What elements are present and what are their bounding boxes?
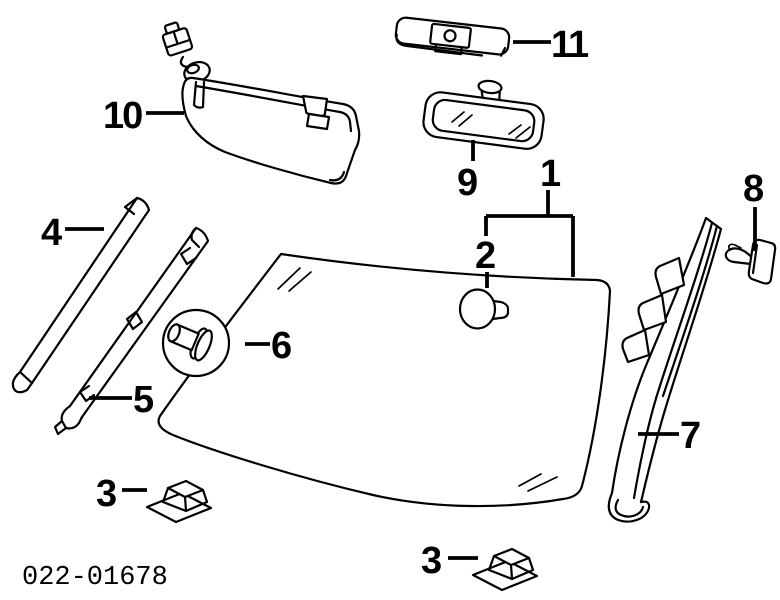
- callout-9-label: 9: [457, 162, 477, 204]
- fastener-detail-circle: [161, 308, 231, 378]
- callout-6-label: 6: [271, 325, 291, 367]
- visor-pivot-post: [192, 80, 206, 109]
- interior-mirror-drawing: [422, 79, 545, 150]
- pillar-foot: [607, 491, 651, 523]
- a-pillar-trim-drawing: [607, 216, 723, 523]
- mirror-mount-button-drawing: [458, 288, 510, 330]
- molding-strip-4-drawing: [11, 196, 151, 394]
- mirror-reflection-marks: [451, 111, 531, 139]
- pillar-clip: [654, 256, 686, 296]
- sun-visor-drawing: [161, 21, 361, 185]
- callout-11-label: 11: [551, 24, 589, 66]
- visor-wire-connector: [161, 21, 194, 57]
- visor-body: [181, 76, 361, 185]
- spacer-block-left: [145, 479, 213, 524]
- spacer-block-bottom: [471, 547, 539, 592]
- callout-1-label: 1: [540, 153, 561, 195]
- callout-leader-lines: [65, 40, 757, 560]
- glass-hatch-marks: [277, 267, 558, 492]
- callout-7-label: 7: [680, 415, 700, 457]
- callout-3-bottom-label: 3: [421, 540, 441, 582]
- cover-cap-drawing: [724, 238, 777, 285]
- callout-4-label: 4: [41, 212, 62, 254]
- windshield-glass-drawing: [157, 252, 612, 508]
- pillar-clip: [621, 328, 651, 364]
- figure-code: 022-01678: [22, 563, 168, 593]
- callout-8-label: 8: [743, 168, 763, 210]
- callout-labels: 1 2 3 3 4 5 6 7 8 9 10 11: [41, 24, 765, 582]
- pillar-clip: [637, 293, 668, 332]
- fastener-rivet-drawing: [167, 323, 213, 362]
- callout-10-label: 10: [103, 95, 142, 137]
- callout-5-label: 5: [133, 379, 154, 421]
- molding-strip-5-drawing: [53, 226, 210, 436]
- callout-2-label: 2: [475, 235, 495, 277]
- visor-clip-plate-drawing: [394, 16, 511, 57]
- visor-notch: [301, 94, 329, 118]
- callout-1-leader: [484, 190, 575, 277]
- callout-3-left-label: 3: [96, 473, 116, 515]
